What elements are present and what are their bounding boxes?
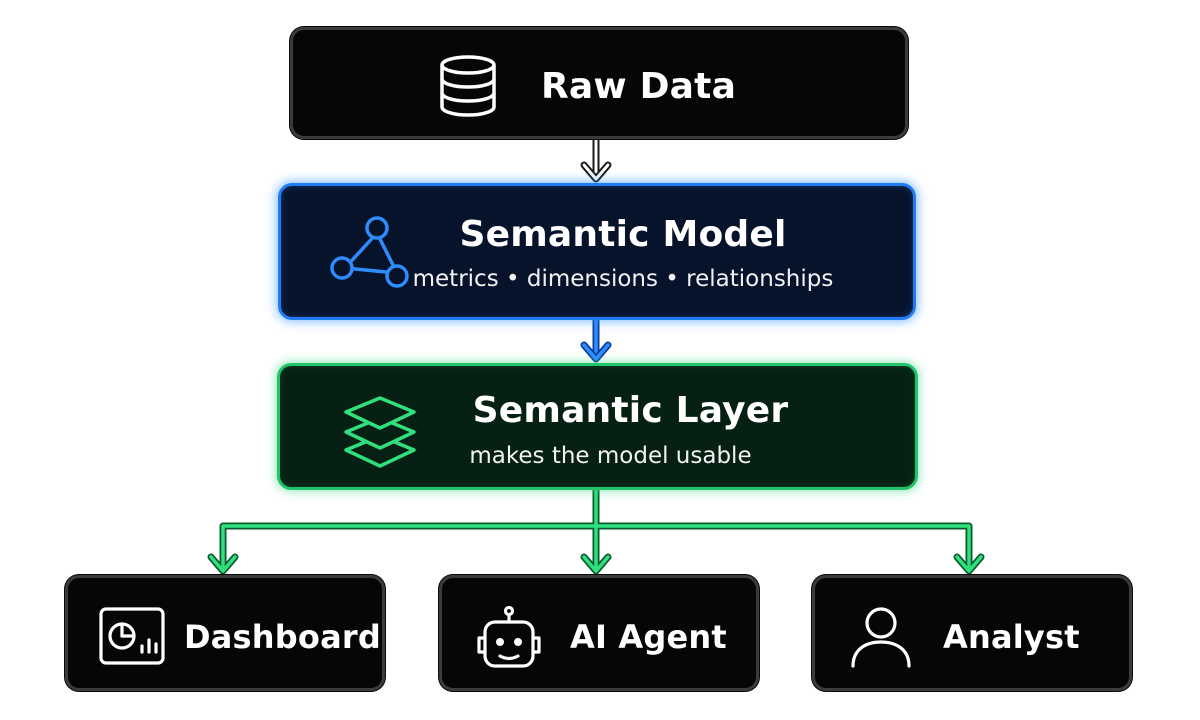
semantic-layer-title: Semantic Layer — [472, 390, 789, 431]
arrow-raw-to-model — [580, 140, 612, 183]
database-icon — [440, 55, 496, 117]
semantic-model-subtitle: metrics • dimensions • relationships — [412, 266, 834, 292]
dashboard-title: Dashboard — [184, 618, 381, 656]
ai-agent-title: AI Agent — [570, 618, 727, 656]
robot-icon — [477, 606, 541, 668]
dashboard-node[interactable]: Dashboard — [65, 575, 385, 691]
analyst-title: Analyst — [943, 618, 1080, 656]
graph-nodes-icon — [330, 216, 409, 288]
semantic-model-title: Semantic Model — [459, 214, 787, 255]
layers-icon — [344, 396, 416, 468]
user-icon — [851, 607, 911, 668]
raw-data-node[interactable]: Raw Data — [290, 27, 908, 139]
raw-data-title: Raw Data — [541, 66, 737, 107]
semantic-layer-node[interactable]: Semantic Layer makes the model usable — [277, 363, 918, 490]
arrow-model-to-layer — [580, 320, 612, 363]
analyst-node[interactable]: Analyst — [812, 575, 1132, 691]
semantic-model-node[interactable]: Semantic Model metrics • dimensions • re… — [278, 183, 916, 320]
arrows-layer-to-outputs — [207, 486, 985, 575]
dashboard-icon — [99, 607, 165, 665]
semantic-layer-subtitle: makes the model usable — [469, 443, 752, 469]
ai-agent-node[interactable]: AI Agent — [439, 575, 759, 691]
